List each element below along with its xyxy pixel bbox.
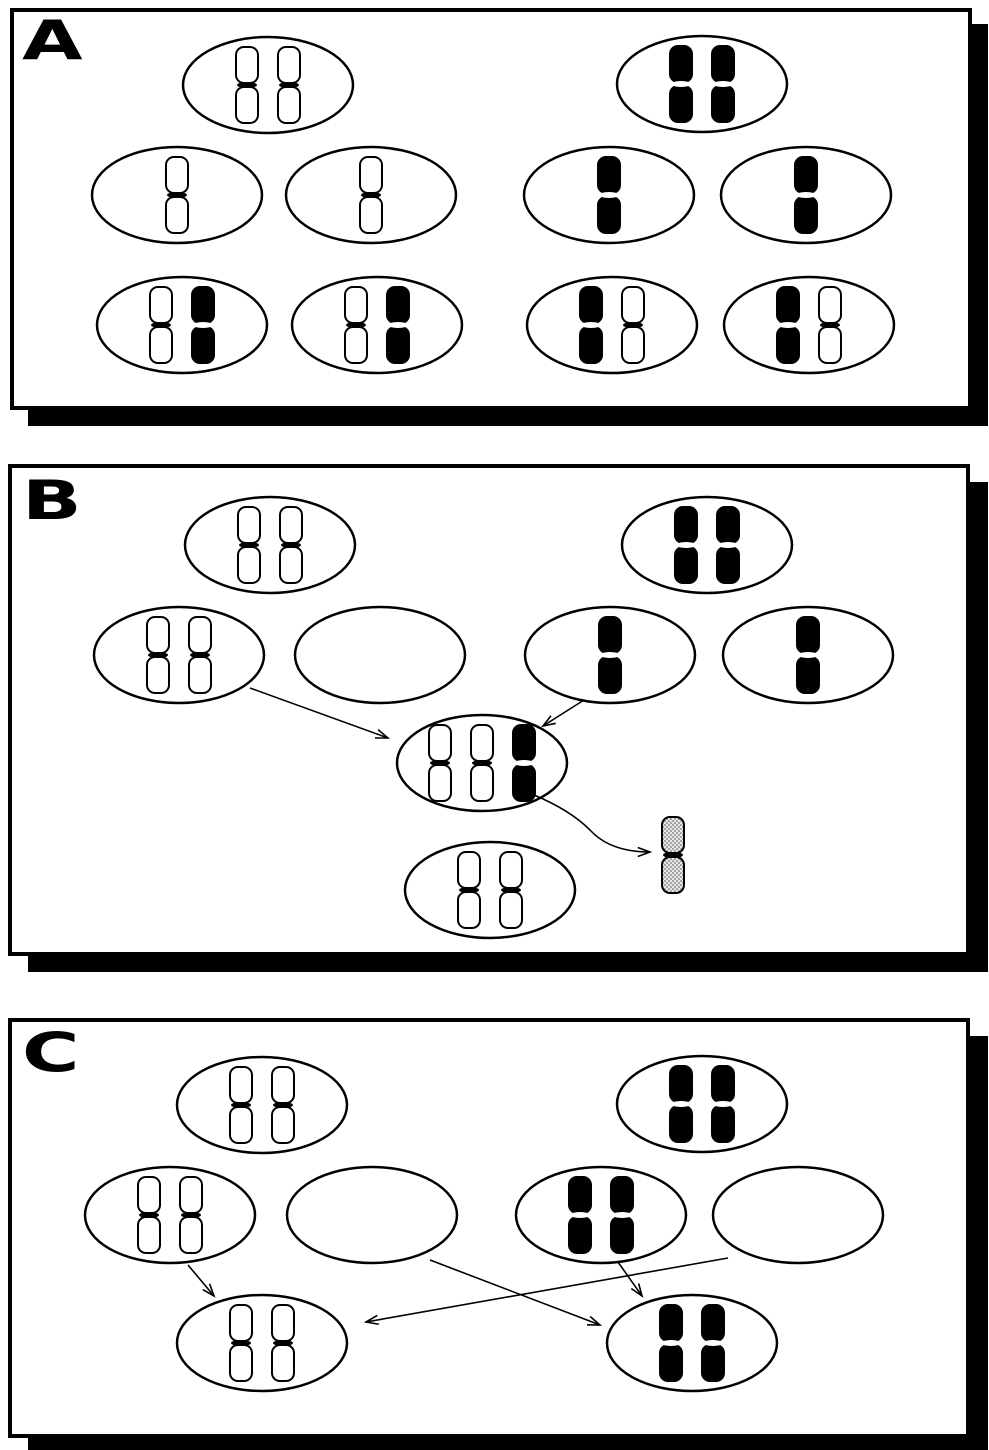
c-gamete-cell-1 (85, 1167, 255, 1263)
c-parent-cell-right-chromosome-1 (670, 1066, 692, 1142)
c-parent-cell-left-chromosome-1 (230, 1067, 252, 1143)
a-offspring-cell-4 (724, 277, 894, 373)
b-parent-cell-left-chromosome-2 (280, 507, 302, 583)
a-gamete-cell-3 (524, 147, 694, 243)
a-parent-cell-left (183, 37, 353, 133)
a-gamete-cell-4-chromosome-1 (795, 157, 817, 233)
c-arrow-gamete-3 (618, 1262, 642, 1296)
a-parent-cell-right-chromosome-1 (670, 46, 692, 122)
a-offspring-cell-3 (527, 277, 697, 373)
a-gamete-cell-1 (92, 147, 262, 243)
b-parent-cell-right-chromosome-2 (717, 507, 739, 583)
b-parent-cell-right-chromosome-1 (675, 507, 697, 583)
c-parent-cell-left-chromosome-2 (272, 1067, 294, 1143)
a-offspring-cell-1 (97, 277, 267, 373)
b-offspring-cell-chromosome-1 (458, 852, 480, 928)
a-gamete-cell-4 (721, 147, 891, 243)
a-offspring-cell-2 (292, 277, 462, 373)
c-offspring-cell-right-chromosome-1 (660, 1305, 682, 1381)
c-offspring-cell-left-chromosome-2 (272, 1305, 294, 1381)
b-gamete-cell-1-chromosome-2 (189, 617, 211, 693)
b-arrow-chromosome-loss (534, 795, 650, 856)
a-offspring-cell-3-chromosome-2 (622, 287, 644, 363)
b-parent-cell-left (185, 497, 355, 593)
b-offspring-cell-chromosome-2 (500, 852, 522, 928)
b-gamete-cell-1 (94, 607, 264, 703)
a-offspring-cell-1-chromosome-2 (192, 287, 214, 363)
b-arrow-normal-gamete (543, 700, 584, 726)
c-gamete-cell-empty-2 (713, 1167, 883, 1263)
b-parent-cell-left-chromosome-1 (238, 507, 260, 583)
c-offspring-cell-right-chromosome-2 (702, 1305, 724, 1381)
c-gamete-cell-3-chromosome-2 (611, 1177, 633, 1253)
c-offspring-cell-right (607, 1295, 777, 1391)
a-offspring-cell-4-chromosome-2 (819, 287, 841, 363)
c-gamete-cell-1-chromosome-1 (138, 1177, 160, 1253)
a-offspring-cell-1-chromosome-1 (150, 287, 172, 363)
a-offspring-cell-3-chromosome-1 (580, 287, 602, 363)
b-offspring-cell (405, 842, 575, 938)
b-trisomic-cell-chromosome-1 (429, 725, 451, 801)
b-gamete-cell-4 (723, 607, 893, 703)
a-parent-cell-left-chromosome-2 (278, 47, 300, 123)
a-gamete-cell-2-chromosome-1 (360, 157, 382, 233)
b-trisomic-cell (397, 715, 567, 811)
a-gamete-cell-2 (286, 147, 456, 243)
a-parent-cell-left-chromosome-1 (236, 47, 258, 123)
c-parent-cell-right (617, 1056, 787, 1152)
c-gamete-cell-3 (516, 1167, 686, 1263)
b-trisomic-cell-chromosome-2 (471, 725, 493, 801)
a-offspring-cell-2-chromosome-2 (387, 287, 409, 363)
c-gamete-cell-1-chromosome-2 (180, 1177, 202, 1253)
a-gamete-cell-1-chromosome-1 (166, 157, 188, 233)
b-gamete-cell-3-chromosome-1 (599, 617, 621, 693)
c-offspring-cell-left-chromosome-1 (230, 1305, 252, 1381)
a-offspring-cell-2-chromosome-1 (345, 287, 367, 363)
b-parent-cell-right (622, 497, 792, 593)
a-gamete-cell-3-chromosome-1 (598, 157, 620, 233)
c-arrow-gamete-1 (188, 1265, 214, 1296)
b-trisomic-cell-chromosome-3 (513, 725, 535, 801)
a-offspring-cell-4-chromosome-1 (777, 287, 799, 363)
b-gamete-cell-3 (525, 607, 695, 703)
a-parent-cell-right (617, 36, 787, 132)
a-parent-cell-right-chromosome-2 (712, 46, 734, 122)
b-gamete-cell-4-chromosome-1 (797, 617, 819, 693)
b-gamete-cell-empty (295, 607, 465, 703)
c-gamete-cell-empty (287, 1167, 457, 1263)
c-parent-cell-right-chromosome-2 (712, 1066, 734, 1142)
b-gamete-cell-1-chromosome-1 (147, 617, 169, 693)
c-gamete-cell-3-chromosome-1 (569, 1177, 591, 1253)
c-offspring-cell-left (177, 1295, 347, 1391)
c-arrow-empty-gamete (430, 1260, 600, 1325)
b-lost-chromosome (662, 817, 684, 893)
c-parent-cell-left (177, 1057, 347, 1153)
